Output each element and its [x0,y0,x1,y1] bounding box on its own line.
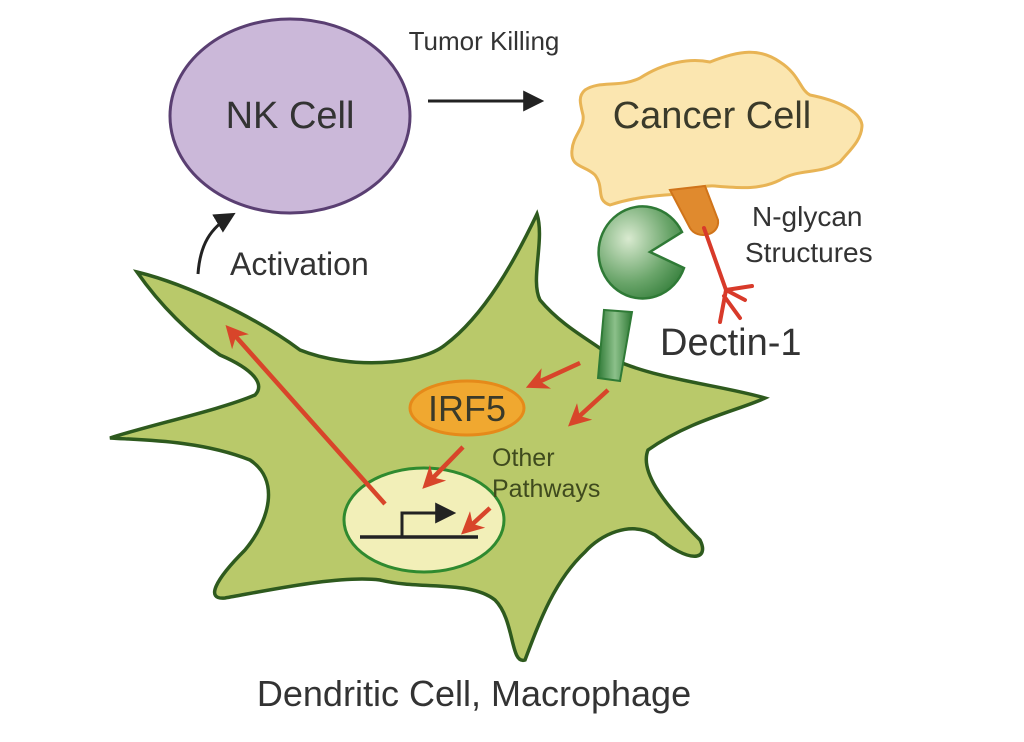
dectin-1-receptor [596,205,686,383]
dendritic-cell-shape [109,209,770,662]
signal-arrow-dectin-irf5 [525,360,581,389]
irf5-label: IRF5 [428,388,506,429]
activation-arrow [196,212,236,275]
cancer-cell-shape [570,50,864,207]
dendritic-cell-label: Dendritic Cell, Macrophage [257,673,691,714]
signal-arrow-other-nucleus [461,506,492,535]
nk-cell-label: NK Cell [226,95,355,137]
other-pathways-label-line2: Pathways [492,475,600,503]
gene-promoter-icon [360,502,478,539]
irf5-ellipse [408,379,526,437]
nk-cell-shape [168,17,412,215]
dectin-1-label: Dectin-1 [660,322,802,364]
n-glycan-label-line1: N-glycan [752,201,862,232]
n-glycan-label-line2: Structures [745,237,873,268]
activation-label: Activation [230,246,369,282]
cancer-cell-label: Cancer Cell [613,95,812,137]
other-pathways-label-line1: Other [492,444,555,472]
n-glycan-structure [668,184,754,324]
signal-arrow-irf5-nucleus [422,445,465,489]
tumor-killing-label: Tumor Killing [409,26,560,56]
signal-arrow-dectin-other [568,388,610,427]
signal-arrow-activation [225,324,387,506]
